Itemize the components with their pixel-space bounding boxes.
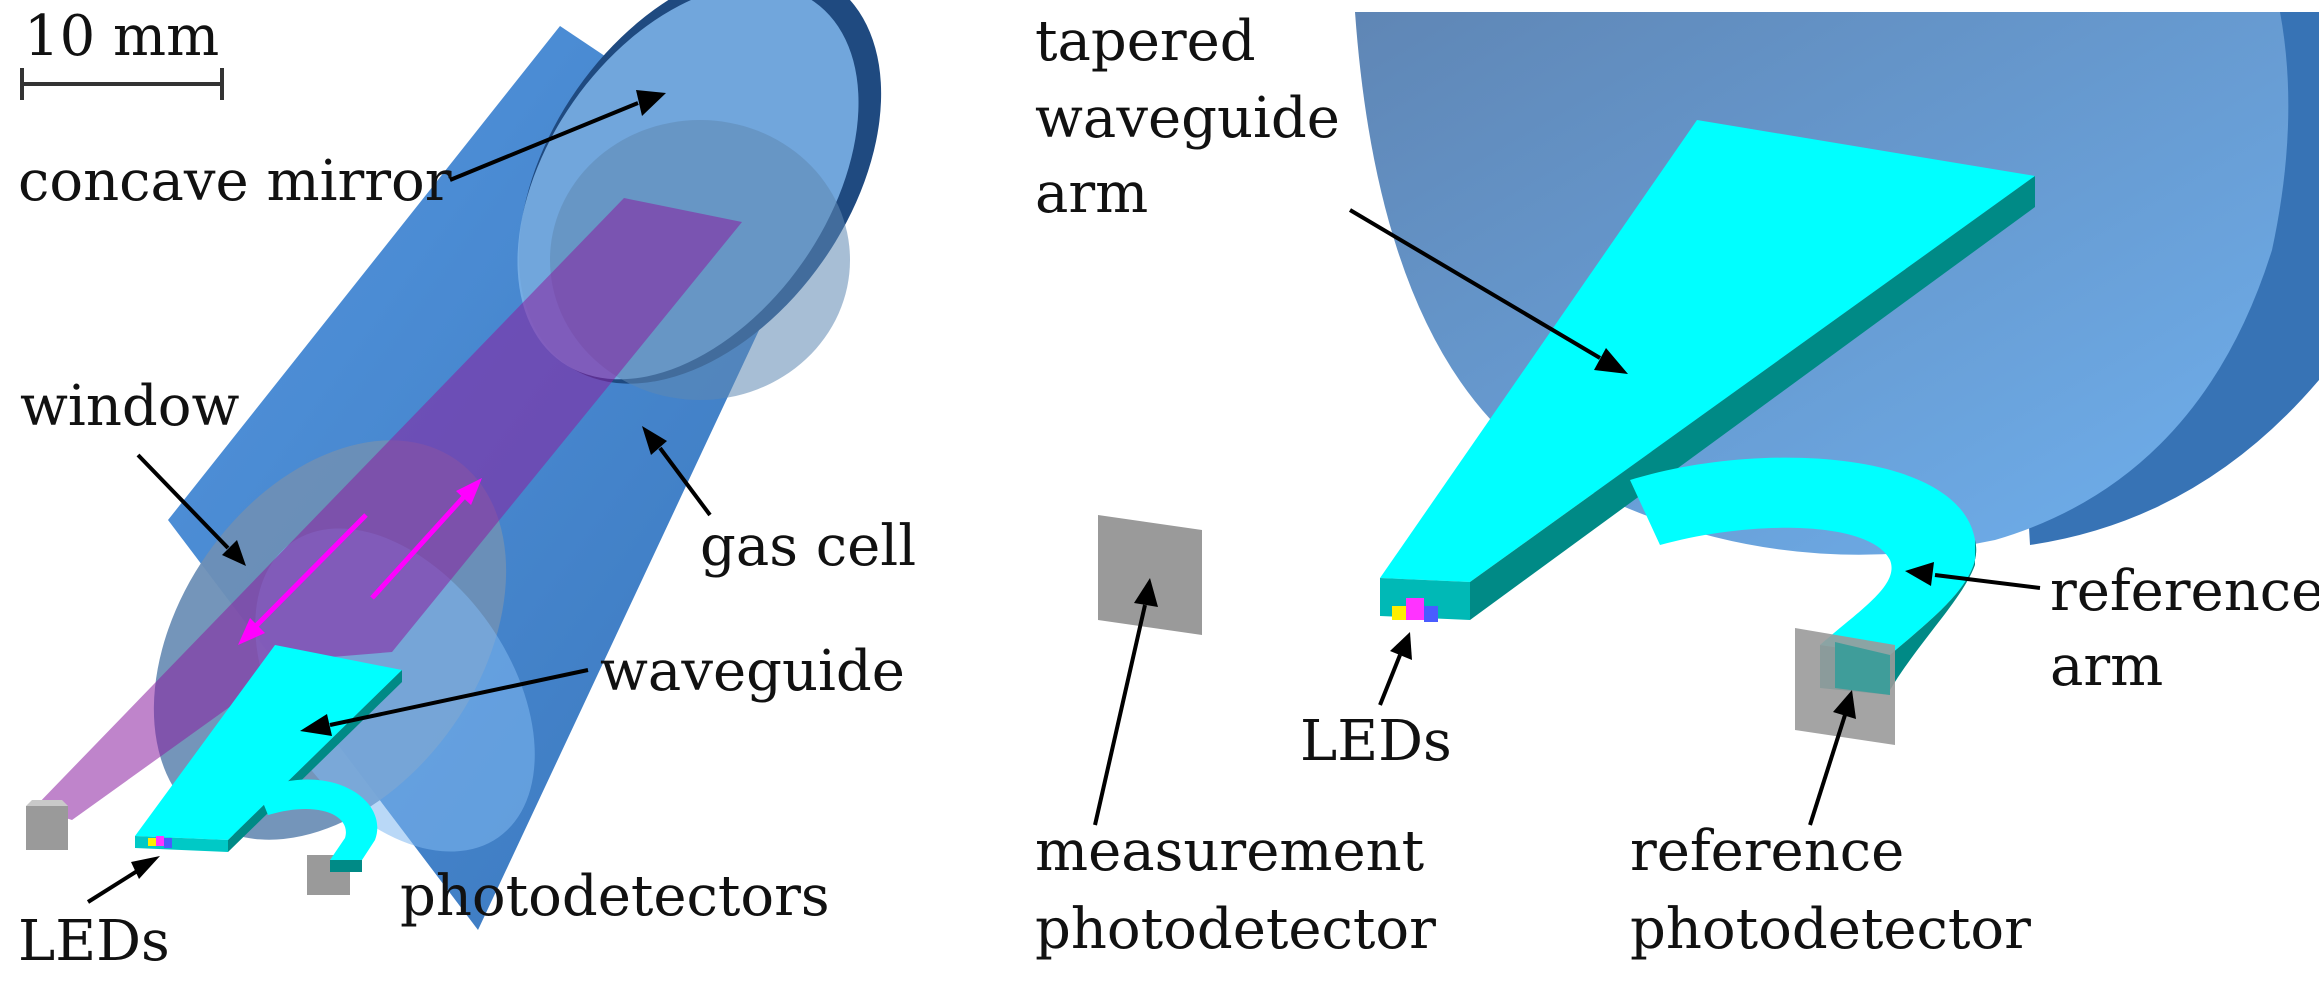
label-concave-mirror: concave mirror [18,149,452,214]
left-panel: 10 mm [18,0,916,974]
tapered-waveguide-top [1380,120,2035,582]
reference-arm-side [1890,540,1977,690]
label-reference-arm-1: reference [2050,559,2319,624]
label-leds-left: LEDs [18,909,170,974]
beam-direction-arrows [238,478,482,645]
reference-arm-tip [1835,642,1890,695]
scale-bar: 10 mm [20,4,224,100]
measurement-photodetector [1098,515,1202,635]
label-tapered-3: arm [1035,161,1148,226]
light-beam [34,198,742,820]
label-measurement-1: measurement [1035,819,1425,884]
left-measurement-photodetector [26,800,68,850]
label-tapered-2: waveguide [1035,86,1340,151]
label-reference-pd-1: reference [1630,819,1904,884]
label-window: window [20,374,239,439]
right-pointer-arrows [1093,208,2041,826]
left-waveguide [135,645,402,872]
right-leds [1392,598,1438,622]
label-tapered-1: tapered [1035,9,1256,74]
label-photodetectors: photodetectors [400,864,830,929]
label-leds-right: LEDs [1300,709,1452,774]
left-pointer-arrows [86,90,712,904]
right-panel: tapered waveguide arm reference arm LEDs… [1035,9,2319,962]
label-reference-pd-2: photodetector [1630,897,2031,962]
label-waveguide: waveguide [600,639,905,704]
scale-bar-label: 10 mm [24,4,219,69]
label-gas-cell: gas cell [700,514,916,579]
label-reference-arm-2: arm [2050,634,2163,699]
reference-arm [1630,457,1977,655]
label-measurement-2: photodetector [1035,897,1436,962]
tapered-waveguide-side [1470,176,2035,620]
